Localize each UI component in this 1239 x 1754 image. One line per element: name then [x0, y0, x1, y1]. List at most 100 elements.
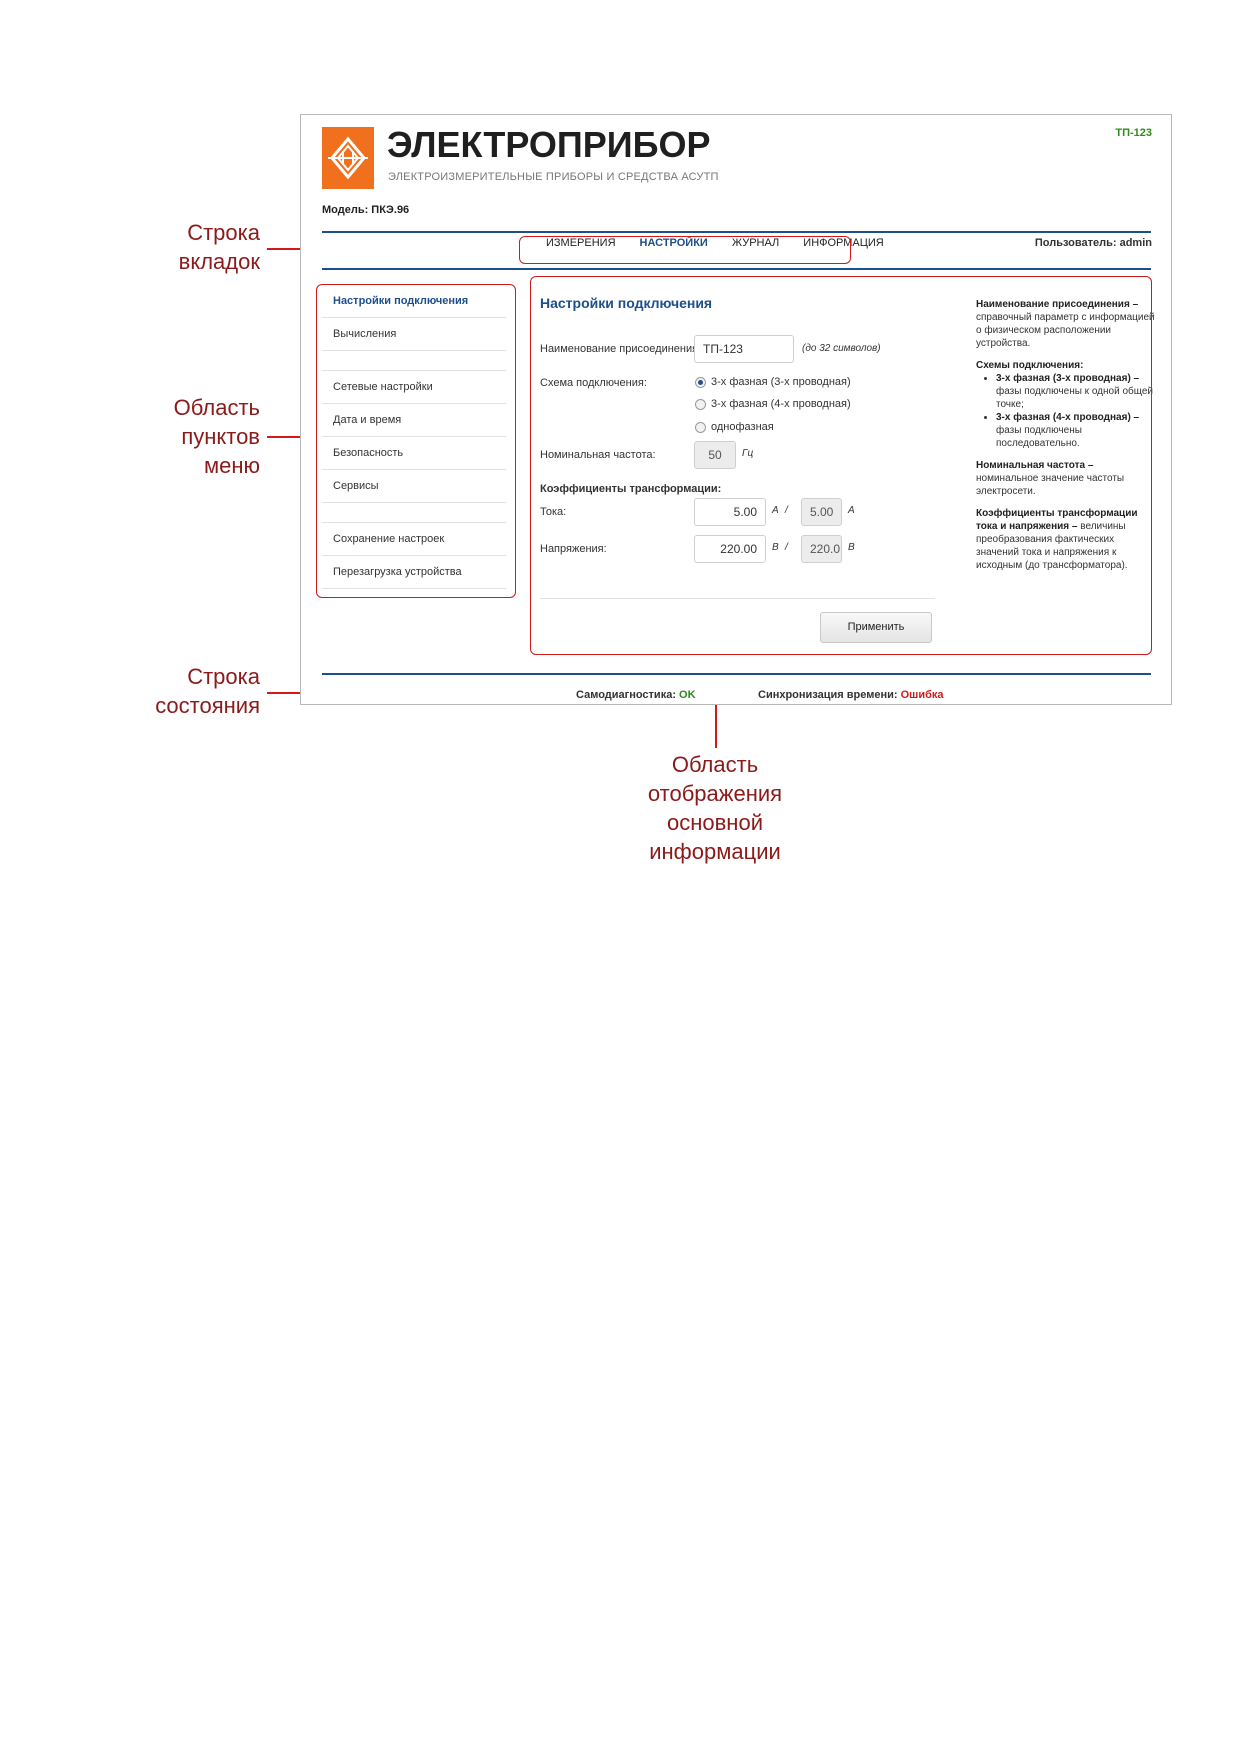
time-sync-value: Ошибка	[900, 689, 944, 701]
callout-line: основной	[667, 810, 763, 835]
radio-selected-icon	[695, 376, 706, 388]
tab-bar: ИЗМЕРЕНИЯ НАСТРОЙКИ ЖУРНАЛ ИНФОРМАЦИЯ	[534, 235, 896, 251]
help-list-item: 3-х фазная (3-х проводная) – фазы подклю…	[996, 372, 1156, 411]
frequency-unit: Гц	[742, 448, 754, 459]
device-model: Модель: ПКЭ.96	[322, 204, 410, 216]
current-user: Пользователь: admin	[1034, 237, 1152, 249]
callout-tabs-row: Строка вкладок	[150, 218, 260, 276]
help-list-item: 3-х фазная (4-х проводная) – фазы подклю…	[996, 411, 1156, 450]
callout-main-area: Область отображения основной информации	[630, 750, 800, 866]
help-block-connection-name: Наименование присоединения – справочный …	[976, 298, 1156, 350]
help-heading: Схемы подключения:	[976, 360, 1084, 371]
tabs-divider	[322, 268, 1151, 270]
callout-line: Область	[671, 752, 759, 777]
menu-item-reboot-device[interactable]: Перезагрузка устройства	[322, 556, 506, 589]
callout-line: Строка	[187, 220, 260, 245]
help-block-coefficients: Коэффициенты трансформации тока и напряж…	[976, 507, 1156, 572]
scheme-option-3phase-3wire[interactable]: 3-х фазная (3-х проводная)	[695, 376, 851, 388]
current-primary-input[interactable]: 5.00	[694, 498, 766, 526]
menu-separator	[322, 503, 506, 523]
scheme-label: Схема подключения:	[540, 377, 647, 389]
menu-item-network-settings[interactable]: Сетевые настройки	[322, 371, 506, 404]
current-secondary-field: 5.00	[801, 498, 842, 526]
connection-name-hint: (до 32 символов)	[802, 343, 881, 354]
menu-item-services[interactable]: Сервисы	[322, 470, 506, 503]
menu-item-save-settings[interactable]: Сохранение настроек	[322, 523, 506, 556]
diamond-logo-icon	[328, 136, 368, 180]
coefficients-title: Коэффициенты трансформации:	[540, 483, 722, 495]
highlight-main-area	[530, 276, 1152, 655]
menu-separator	[322, 351, 506, 371]
help-text: справочный параметр с информацией о физи…	[976, 312, 1155, 349]
menu-item-connection-settings[interactable]: Настройки подключения	[322, 285, 506, 318]
help-text: номинальное значение частоты электросети…	[976, 473, 1125, 497]
callout-line: пунктов	[181, 424, 260, 449]
voltage-separator: /	[785, 542, 788, 553]
app-window: ЭЛЕКТРОПРИБОР ЭЛЕКТРОИЗМЕРИТЕЛЬНЫЕ ПРИБО…	[300, 114, 1172, 705]
help-block-schemes: Схемы подключения: 3-х фазная (3-х прово…	[976, 359, 1156, 450]
callout-menu-connector	[267, 436, 311, 438]
callout-line: меню	[203, 453, 260, 478]
header-divider	[322, 231, 1151, 233]
scheme-option-label: 3-х фазная (3-х проводная)	[711, 376, 851, 388]
menu-item-calculations[interactable]: Вычисления	[322, 318, 506, 351]
tab-information[interactable]: ИНФОРМАЦИЯ	[803, 237, 884, 249]
help-heading: Наименование присоединения –	[976, 299, 1139, 310]
brand-subtitle: ЭЛЕКТРОИЗМЕРИТЕЛЬНЫЕ ПРИБОРЫ И СРЕДСТВА …	[388, 171, 719, 183]
selftest-status: Самодиагностика: OK	[576, 689, 696, 701]
radio-unselected-icon	[695, 421, 706, 433]
frequency-label: Номинальная частота:	[540, 449, 656, 461]
time-sync-status: Синхронизация времени: Ошибка	[758, 689, 944, 701]
form-divider	[540, 598, 935, 599]
callout-line: вкладок	[178, 249, 260, 274]
status-divider	[322, 673, 1151, 675]
highlight-tabs-row	[519, 236, 851, 264]
selftest-label: Самодиагностика:	[576, 689, 676, 701]
page-title: Настройки подключения	[540, 295, 713, 311]
scheme-option-3phase-4wire[interactable]: 3-х фазная (4-х проводная)	[695, 398, 851, 410]
scheme-option-single-phase[interactable]: однофазная	[695, 421, 774, 433]
callout-line: Строка	[187, 664, 260, 689]
scheme-option-label: однофазная	[711, 421, 774, 433]
tab-journal[interactable]: ЖУРНАЛ	[731, 237, 780, 249]
callout-line: состояния	[155, 693, 260, 718]
voltage-unit-secondary: В	[848, 542, 855, 553]
highlight-menu-area	[316, 284, 516, 598]
voltage-unit: В	[772, 542, 779, 553]
callout-line: отображения	[647, 781, 783, 806]
side-menu: Настройки подключения Вычисления Сетевые…	[322, 285, 506, 589]
scheme-option-label: 3-х фазная (4-х проводная)	[711, 398, 851, 410]
voltage-primary-input[interactable]: 220.00	[694, 535, 766, 563]
menu-item-date-time[interactable]: Дата и время	[322, 404, 506, 437]
apply-button[interactable]: Применить	[820, 612, 932, 643]
radio-unselected-icon	[695, 398, 706, 410]
help-item-text: фазы подключены последовательно.	[996, 425, 1082, 449]
help-item-text: фазы подключены к одной общей точке;	[996, 386, 1154, 410]
callout-status-row: Строка состояния	[150, 662, 260, 720]
brand-logo	[322, 127, 374, 189]
current-label: Тока:	[540, 506, 567, 518]
connection-name-label: Наименование присоединения:	[540, 343, 702, 355]
brand-name: ЭЛЕКТРОПРИБОР	[387, 124, 711, 165]
tab-settings[interactable]: НАСТРОЙКИ	[639, 237, 708, 249]
help-text: величины преобразования фактических знач…	[976, 521, 1128, 571]
help-item-heading: 3-х фазная (3-х проводная) –	[996, 373, 1140, 384]
help-list: 3-х фазная (3-х проводная) – фазы подклю…	[976, 372, 1156, 450]
callout-main-connector	[715, 664, 717, 748]
current-unit-secondary: А	[848, 505, 855, 516]
help-heading: Коэффициенты трансформации тока и напряж…	[976, 508, 1138, 532]
time-sync-label: Синхронизация времени:	[758, 689, 898, 701]
help-heading: Номинальная частота –	[976, 460, 1094, 471]
help-panel: Наименование присоединения – справочный …	[976, 298, 1156, 581]
frequency-field: 50	[694, 441, 736, 469]
tab-measurements[interactable]: ИЗМЕРЕНИЯ	[546, 237, 616, 249]
selftest-value: OK	[679, 689, 696, 701]
connection-name-input[interactable]: ТП-123	[694, 335, 794, 363]
callout-line: Область	[173, 395, 260, 420]
help-block-frequency: Номинальная частота – номинальное значен…	[976, 459, 1156, 498]
callout-menu-area: Область пунктов меню	[150, 393, 260, 480]
help-item-heading: 3-х фазная (4-х проводная) –	[996, 412, 1140, 423]
callout-line: информации	[649, 839, 781, 864]
menu-item-security[interactable]: Безопасность	[322, 437, 506, 470]
current-separator: /	[785, 505, 788, 516]
